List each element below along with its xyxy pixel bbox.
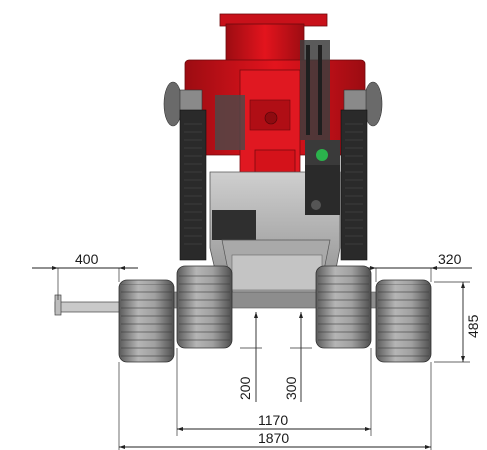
dim-label-400: 400 bbox=[75, 251, 99, 267]
dim-label-1170: 1170 bbox=[258, 412, 288, 428]
dim-label-320: 320 bbox=[438, 251, 462, 267]
inner-left-track bbox=[176, 265, 233, 349]
dim-label-485: 485 bbox=[465, 314, 481, 338]
vertical-side-tracks bbox=[179, 109, 368, 261]
central-chassis bbox=[209, 165, 341, 301]
dimension-annotations: 400 320 485 200 300 1170 1870 bbox=[32, 251, 481, 450]
dim-label-300: 300 bbox=[283, 376, 299, 400]
machine-body bbox=[163, 13, 396, 309]
dim-label-200: 200 bbox=[237, 376, 253, 400]
left-outrigger-arm bbox=[54, 294, 126, 316]
tracks bbox=[118, 265, 432, 363]
upper-side-hubs bbox=[163, 81, 383, 127]
dim-label-1870: 1870 bbox=[258, 430, 289, 446]
inner-right-track bbox=[315, 265, 372, 349]
outer-right-track bbox=[375, 279, 432, 363]
outer-left-track bbox=[118, 279, 175, 363]
